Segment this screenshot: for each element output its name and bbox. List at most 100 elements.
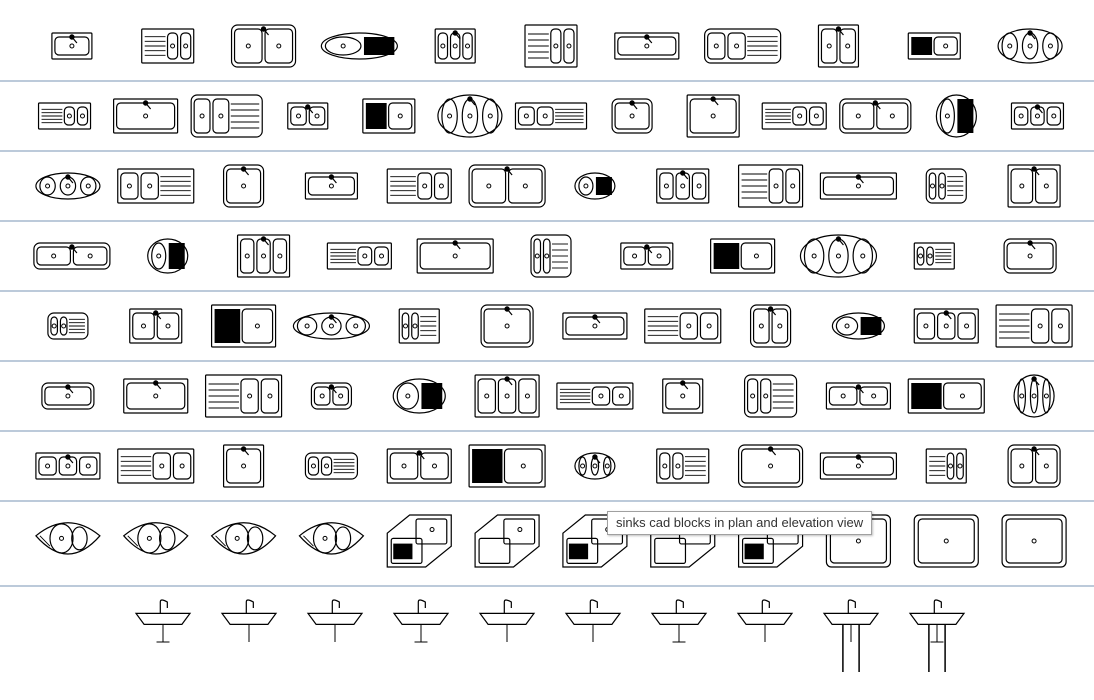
sink-icon	[287, 102, 329, 130]
sink-icon	[320, 32, 398, 60]
sink-icon	[117, 448, 195, 484]
sink-icon	[468, 444, 546, 488]
sink-icon	[386, 448, 452, 484]
sink-icon	[656, 168, 710, 204]
sink-icon	[113, 98, 179, 134]
sink-icon	[41, 382, 95, 410]
sink-icon	[1007, 164, 1061, 208]
row-4	[33, 234, 1057, 278]
row-7	[35, 444, 1061, 488]
sink-icon	[210, 304, 277, 348]
sink-icon	[925, 168, 967, 204]
row-9	[134, 599, 966, 672]
sink-icon	[47, 312, 89, 340]
sink-icon	[686, 94, 740, 138]
sink-icon	[392, 378, 446, 414]
sink-icon	[51, 32, 93, 60]
sink-icon	[831, 312, 886, 340]
sink-icon	[656, 448, 710, 484]
sink-icon	[480, 304, 534, 348]
sink-icon	[304, 452, 359, 480]
sink-icon	[913, 514, 979, 568]
sink-icon	[749, 304, 792, 348]
sink-icon	[117, 168, 195, 204]
sink-icon	[326, 242, 392, 270]
sink-icon	[710, 238, 776, 274]
sink-icon	[995, 304, 1073, 348]
sink-icon	[839, 98, 912, 134]
sink-icon	[913, 242, 955, 270]
sink-icon	[292, 312, 371, 340]
sink-icon	[907, 378, 985, 414]
sink-icon	[236, 234, 291, 278]
sink-icon	[620, 242, 674, 270]
sink-icon	[416, 238, 494, 274]
sink-icon	[468, 164, 546, 208]
sink-icon	[35, 452, 101, 480]
sink-icon	[562, 312, 628, 340]
row-1	[51, 24, 1063, 68]
sink-icon	[1007, 444, 1061, 488]
sink-icon	[611, 98, 653, 134]
sink-icon	[386, 514, 452, 568]
sink-icon	[134, 599, 192, 643]
row-8	[35, 514, 1067, 568]
sink-icon	[819, 452, 898, 480]
sink-icon	[434, 28, 476, 64]
sink-icon	[190, 94, 263, 138]
sink-icon	[564, 599, 622, 642]
sink-icon	[478, 599, 536, 642]
sink-icon	[147, 238, 189, 274]
sink-icon	[761, 102, 827, 130]
tooltip: sinks cad blocks in plan and elevation v…	[607, 511, 873, 535]
sink-icon	[574, 452, 616, 480]
sink-icon	[35, 522, 101, 555]
sink-icon	[222, 444, 265, 488]
sink-icon	[743, 374, 798, 418]
sink-icon	[913, 308, 979, 344]
sink-icon	[204, 374, 283, 418]
sink-icon	[1003, 238, 1057, 274]
sink-icon	[398, 308, 440, 344]
sink-icon	[129, 308, 183, 344]
sink-icon	[210, 522, 277, 555]
sink-icon	[907, 32, 961, 60]
sink-icon	[474, 374, 540, 418]
sink-icon	[556, 382, 634, 410]
sink-icon	[230, 24, 297, 68]
row-2	[37, 94, 1065, 138]
sink-icon	[514, 102, 588, 130]
sink-icon	[33, 242, 111, 270]
sink-icon	[650, 599, 708, 643]
sink-icon	[298, 522, 365, 555]
sink-icon	[935, 94, 977, 138]
sink-icon	[614, 32, 680, 60]
row-3	[35, 164, 1061, 208]
row-5	[47, 304, 1073, 348]
sink-icon	[392, 599, 450, 643]
sink-icon	[220, 599, 278, 642]
sink-icon	[310, 382, 353, 410]
sink-icon	[737, 164, 804, 208]
sink-icon	[304, 172, 359, 200]
sink-icon	[141, 28, 195, 64]
sink-icon	[1010, 102, 1065, 130]
sink-icon	[574, 172, 616, 200]
sink-icon	[799, 234, 878, 278]
sink-icon	[819, 172, 898, 200]
sink-icon	[822, 599, 880, 672]
sink-icon	[37, 102, 92, 130]
sink-icon	[908, 599, 966, 672]
sink-icon	[122, 522, 189, 555]
sink-icon	[1013, 374, 1055, 418]
sink-icon	[662, 378, 704, 414]
sink-icon	[123, 378, 189, 414]
sink-icon	[997, 28, 1063, 64]
sink-icon	[222, 164, 265, 208]
row-6	[41, 374, 1055, 418]
sink-icon	[306, 599, 364, 642]
sink-icon	[737, 444, 804, 488]
sink-icon	[1001, 514, 1067, 568]
sink-icon	[817, 24, 860, 68]
